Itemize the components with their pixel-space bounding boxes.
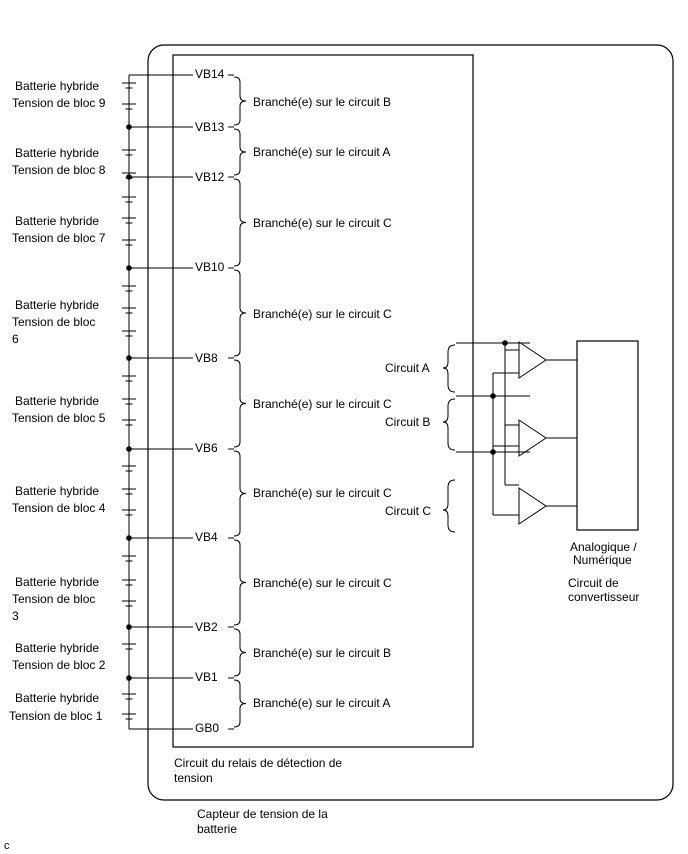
- block-3-line3: 3: [12, 609, 19, 623]
- circuit-b-label: Circuit B: [385, 415, 431, 429]
- terminal-vb6: VB6: [195, 441, 218, 455]
- terminal-vb4: VB4: [195, 530, 218, 544]
- connection-label-6: Branché(e) sur le circuit C: [253, 486, 392, 500]
- connection-label-3: Branché(e) sur le circuit C: [253, 216, 392, 230]
- block-label-6: Batterie hybride Tension de bloc 6: [12, 297, 132, 348]
- converter-sub-2: convertisseur: [568, 590, 640, 604]
- terminal-junction-4: [126, 265, 132, 271]
- connection-label-2: Branché(e) sur le circuit A: [253, 145, 391, 159]
- brace-circuit-c: [442, 479, 456, 533]
- circuit-braces: [442, 344, 456, 533]
- terminal-junction-3: [126, 174, 132, 180]
- terminal-junction-5: [126, 355, 132, 361]
- block-7-line2: Tension de bloc 7: [12, 231, 106, 245]
- terminal-vb14: VB14: [195, 67, 225, 81]
- converter-label-2: Numérique: [573, 553, 632, 567]
- amplifier-network: [456, 341, 577, 525]
- terminal-vb1: VB1: [195, 670, 218, 684]
- terminal-dots: [126, 124, 132, 681]
- block-9-line1: Batterie hybride: [15, 79, 100, 93]
- connection-label-7: Branché(e) sur le circuit C: [253, 576, 392, 590]
- block-1-line1: Batterie hybride: [15, 691, 100, 705]
- terminal-junction-7: [126, 535, 132, 541]
- terminal-vb2: VB2: [195, 620, 218, 634]
- terminal-junction-6: [126, 446, 132, 452]
- block-label-7: Batterie hybride Tension de bloc 7: [12, 213, 132, 247]
- connection-label-4: Branché(e) sur le circuit C: [253, 307, 392, 321]
- brace-circuit-a: [442, 344, 456, 393]
- terminal-brace-6: [233, 450, 247, 537]
- connection-label-9: Branché(e) sur le circuit A: [253, 696, 391, 710]
- connection-braces: [233, 76, 247, 728]
- corner-mark: c: [4, 840, 10, 852]
- block-label-2: Batterie hybride Tension de bloc 2: [12, 640, 132, 674]
- terminal-vb8: VB8: [195, 351, 218, 365]
- block-6-line2: Tension de bloc: [12, 315, 96, 329]
- block-2-line1: Batterie hybride: [15, 641, 100, 655]
- block-6-line1: Batterie hybride: [15, 298, 100, 312]
- relay-circuit-outline: [172, 54, 474, 748]
- block-label-8: Batterie hybride Tension de bloc 8: [12, 145, 132, 179]
- terminal-wires: [129, 74, 234, 730]
- block-3-line1: Batterie hybride: [15, 575, 100, 589]
- terminal-brace-1: [233, 76, 247, 126]
- block-5-line1: Batterie hybride: [15, 394, 100, 408]
- terminal-junction-8: [126, 624, 132, 630]
- block-label-1: Batterie hybride Tension de bloc 1: [9, 690, 129, 725]
- amplifier-c: [518, 487, 547, 525]
- ad-converter-box: [576, 340, 639, 531]
- block-label-5: Batterie hybride Tension de bloc 5: [12, 393, 132, 427]
- terminal-junction-2: [126, 124, 132, 130]
- block-8-line1: Batterie hybride: [15, 146, 100, 160]
- converter-label-1: Analogique /: [570, 540, 637, 554]
- block-label-4: Batterie hybride Tension de bloc 4: [12, 483, 132, 517]
- connection-label-8: Branché(e) sur le circuit B: [253, 646, 392, 660]
- block-7-line1: Batterie hybride: [15, 214, 100, 228]
- block-3-line2: Tension de bloc: [12, 592, 96, 606]
- connection-label-1: Branché(e) sur le circuit B: [253, 95, 392, 109]
- terminal-brace-5: [233, 359, 247, 448]
- block-8-line2: Tension de bloc 8: [12, 163, 106, 177]
- terminal-brace-3: [233, 178, 247, 267]
- terminal-brace-9: [233, 679, 247, 728]
- relay-circuit-label: Circuit du relais de détection de tensio…: [174, 756, 343, 785]
- terminal-brace-4: [233, 269, 247, 357]
- sensor-outline: [147, 44, 674, 801]
- block-9-line2: Tension de bloc 9: [12, 96, 106, 110]
- circuit-c-label: Circuit C: [385, 504, 432, 518]
- block-4-line2: Tension de bloc 4: [12, 501, 106, 515]
- terminal-junction-9: [126, 675, 132, 681]
- circuit-a-label: Circuit A: [385, 361, 430, 375]
- terminal-brace-7: [233, 539, 247, 626]
- sensor-label: Capteur de tension de la batterie: [197, 807, 328, 836]
- terminal-brace-8: [233, 628, 247, 677]
- brace-circuit-b: [442, 398, 456, 451]
- terminal-vb13: VB13: [195, 120, 225, 134]
- amplifier-b: [518, 419, 547, 457]
- connection-label-5: Branché(e) sur le circuit C: [253, 397, 392, 411]
- block-5-line2: Tension de bloc 5: [12, 411, 106, 425]
- terminal-vb10: VB10: [195, 260, 225, 274]
- block-4-line1: Batterie hybride: [15, 484, 100, 498]
- converter-sub-1: Circuit de: [568, 576, 619, 590]
- block-label-3: Batterie hybride Tension de bloc 3: [12, 574, 132, 625]
- terminal-gb0: GB0: [195, 721, 220, 735]
- amplifier-junctions: [490, 340, 508, 455]
- terminal-vb12: VB12: [195, 170, 225, 184]
- block-label-9: Batterie hybride Tension de bloc 9: [12, 78, 132, 112]
- block-6-line3: 6: [12, 332, 19, 346]
- amplifier-a: [518, 341, 547, 379]
- block-1-line2: Tension de bloc 1: [9, 709, 103, 723]
- block-2-line2: Tension de bloc 2: [12, 658, 106, 672]
- terminal-brace-2: [233, 128, 247, 176]
- battery-stack: [122, 75, 136, 729]
